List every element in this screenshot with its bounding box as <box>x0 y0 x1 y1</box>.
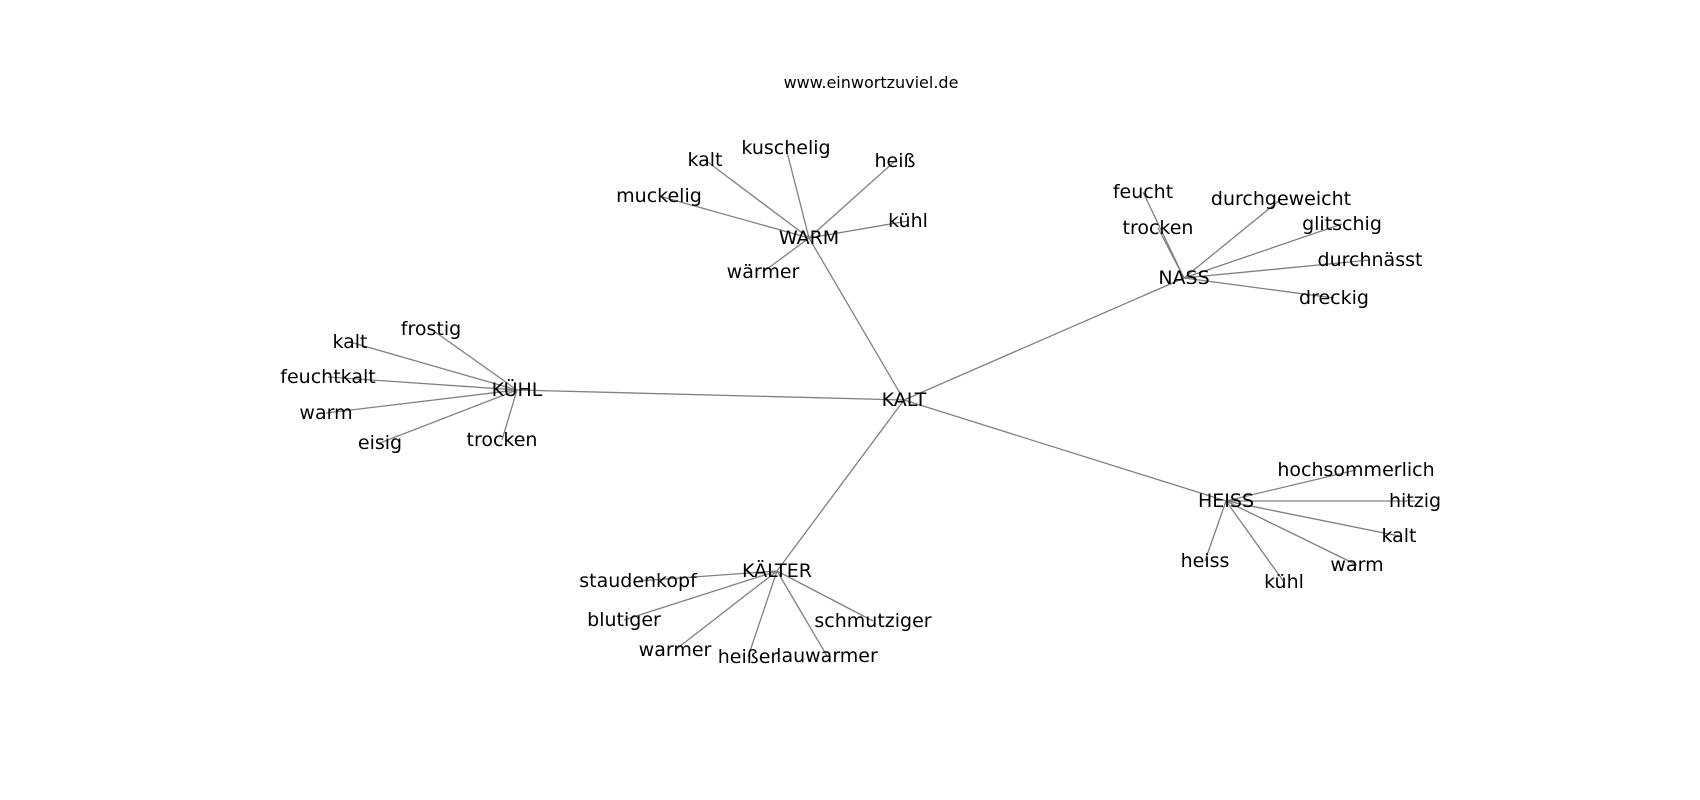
edge-warm-heiss <box>808 160 896 239</box>
edge-kuehl-trocken <box>501 389 518 441</box>
edge-warm-kalt <box>704 159 810 239</box>
node-leaf-heiss-warm: warm <box>1330 554 1383 576</box>
node-leaf-nass-durchgeweicht: durchgeweicht <box>1211 188 1351 210</box>
edge-kuehl-warm <box>325 389 518 414</box>
edge-warm-waermer <box>762 237 810 273</box>
node-hub-heiss: HEISS <box>1198 490 1254 512</box>
edge-kaelter-warmer <box>674 570 778 651</box>
edge-nass-durchgeweicht <box>1183 198 1282 279</box>
node-hub-nass: NASS <box>1158 267 1209 289</box>
node-leaf-heiss-kalt: kalt <box>1381 525 1416 547</box>
node-leaf-kaelter-schmutziger: schmutziger <box>814 610 931 632</box>
edge-warm-kuschelig <box>785 147 810 239</box>
node-leaf-warm-heiss: heiß <box>875 150 916 172</box>
node-leaf-heiss-hochsommerlich: hochsommerlich <box>1277 459 1434 481</box>
node-leaf-nass-feucht: feucht <box>1113 181 1173 203</box>
node-leaf-nass-glitschig: glitschig <box>1302 213 1382 235</box>
node-leaf-warm-kuehl: kühl <box>888 210 928 232</box>
node-leaf-warm-kalt: kalt <box>687 149 722 171</box>
node-leaf-warm-waermer: wärmer <box>727 261 800 283</box>
edge-kaelter-staudenkopf <box>637 570 778 582</box>
edge-nass-trocken <box>1157 227 1185 279</box>
edge-kalt-warm <box>808 237 905 401</box>
edge-kalt-kuehl <box>516 389 905 401</box>
node-leaf-warm-muckelig: muckelig <box>616 185 702 207</box>
node-leaf-kaelter-lauwarmer: lauwarmer <box>776 645 878 667</box>
edge-heiss-warm <box>1225 500 1358 566</box>
site-title: www.einwortzuviel.de <box>784 73 959 92</box>
edge-kaelter-lauwarmer <box>776 570 828 657</box>
node-leaf-kuehl-trocken: trocken <box>467 429 538 451</box>
edge-heiss-heiss <box>1204 500 1227 562</box>
edge-kalt-heiss <box>903 399 1227 502</box>
node-hub-kaelter: KÄLTER <box>742 559 812 582</box>
edge-kuehl-feuchtkalt <box>327 376 518 391</box>
node-leaf-nass-trocken: trocken <box>1123 217 1194 239</box>
edge-kaelter-heisser <box>747 570 778 658</box>
node-leaf-kuehl-kalt: kalt <box>332 331 367 353</box>
node-root-kalt: KALT <box>882 389 927 411</box>
node-leaf-kuehl-warm: warm <box>299 402 352 424</box>
node-leaf-kaelter-blutiger: blutiger <box>587 609 661 631</box>
node-leaf-kuehl-feuchtkalt: feuchtkalt <box>280 366 375 388</box>
graph-node-labels: KALT WARM kuschelig kalt heiß muckelig kühl wär… <box>280 137 1441 668</box>
edge-heiss-hochsommerlich <box>1225 469 1357 502</box>
node-leaf-warm-kuschelig: kuschelig <box>741 137 830 159</box>
node-leaf-kuehl-eisig: eisig <box>358 432 402 454</box>
edge-kuehl-eisig <box>379 389 518 444</box>
node-leaf-kuehl-frostig: frostig <box>401 318 461 340</box>
node-leaf-heiss-heiss: heiss <box>1181 550 1230 572</box>
edge-heiss-kalt <box>1225 500 1400 537</box>
edge-nass-dreckig <box>1183 277 1335 299</box>
edge-kaelter-blutiger <box>623 570 778 621</box>
node-hub-warm: WARM <box>779 227 839 249</box>
edge-warm-muckelig <box>658 195 810 239</box>
edge-kaelter-schmutziger <box>776 570 874 622</box>
edge-warm-kuehl <box>808 220 909 239</box>
edge-kuehl-kalt <box>349 341 518 391</box>
node-leaf-heiss-hitzig: hitzig <box>1389 490 1441 512</box>
node-leaf-heiss-kuehl: kühl <box>1264 571 1304 593</box>
edge-heiss-kuehl <box>1225 500 1285 583</box>
node-leaf-kaelter-heisser: heißer <box>718 646 779 668</box>
edge-kalt-kaelter <box>776 399 905 572</box>
edge-kalt-nass <box>903 277 1185 401</box>
node-leaf-nass-dreckig: dreckig <box>1299 287 1369 309</box>
edge-nass-durchnaesst <box>1183 259 1371 279</box>
edge-kuehl-frostig <box>430 328 518 391</box>
node-hub-kuehl: KÜHL <box>492 378 543 401</box>
node-leaf-nass-durchnaesst: durchnässt <box>1318 249 1423 271</box>
edge-nass-glitschig <box>1183 223 1343 279</box>
node-leaf-kaelter-warmer: warmer <box>639 639 712 661</box>
graph-edges <box>325 147 1415 658</box>
node-leaf-kaelter-staudenkopf: staudenkopf <box>579 570 698 592</box>
